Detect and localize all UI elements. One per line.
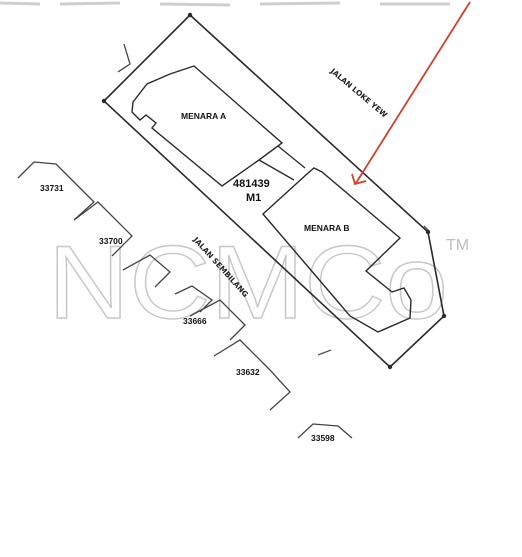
stray-marks <box>317 225 429 356</box>
menara-a-label: MENARA A <box>181 111 226 121</box>
neighbour-lot-label-5: 33598 <box>311 433 335 443</box>
top-scan-artifact <box>0 1 450 7</box>
lot-number-label: 481439 <box>233 178 270 190</box>
location-arrow <box>351 1 471 186</box>
boundary-corner-markers <box>101 12 447 370</box>
menara-b-outline <box>262 167 412 333</box>
menara-b-label: MENARA B <box>304 223 350 233</box>
watermark-trademark: TM <box>446 237 469 254</box>
site-boundary <box>102 13 445 369</box>
neighbour-lot-label-2: 33700 <box>99 236 123 246</box>
neighbour-lot-label-1: 33731 <box>40 183 64 193</box>
link-walkway <box>258 145 306 181</box>
neighbour-lot-boundaries <box>17 43 353 439</box>
road-label-jalan-loke-yew: JALAN LOKE YEW <box>328 66 390 120</box>
neighbour-lot-label-3: 33666 <box>183 316 207 326</box>
menara-a-outline <box>131 65 284 187</box>
neighbour-lot-label-4: 33632 <box>236 367 260 377</box>
lot-subdivision-label: M1 <box>246 192 261 204</box>
